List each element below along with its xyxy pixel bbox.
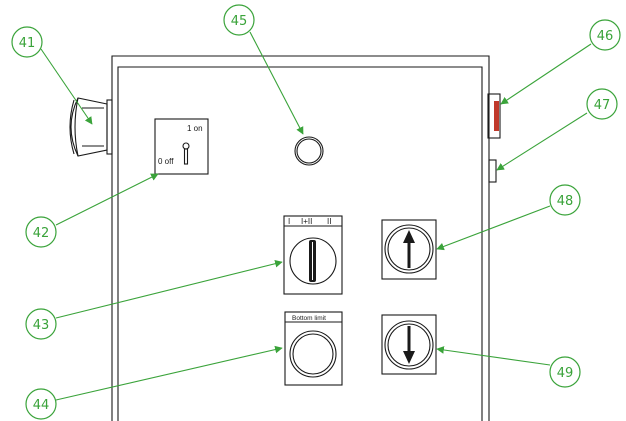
callout-42-number: 42: [33, 226, 50, 241]
leader-46: [500, 43, 592, 105]
callout-41-number: 41: [19, 36, 36, 51]
round-indicator: [294, 136, 324, 166]
cabinet: [111, 55, 490, 421]
callout-44-number: 44: [33, 398, 50, 413]
down-key-switch[interactable]: [381, 314, 437, 375]
callout-43-number: 43: [33, 318, 50, 333]
callout-49: 49: [549, 356, 581, 388]
callout-46: 46: [589, 19, 621, 51]
leader-44: [55, 345, 283, 401]
main-switch-off-label: 0 off: [158, 157, 174, 166]
side-lamp: [69, 97, 113, 157]
beacon: [487, 93, 501, 139]
callout-42: 42: [25, 216, 57, 248]
callout-46-number: 46: [597, 29, 614, 44]
callout-45-number: 45: [231, 14, 248, 29]
selector-label-3: II: [327, 217, 331, 226]
callout-49-number: 49: [557, 366, 574, 381]
leader-49: [436, 346, 551, 366]
leader-45: [249, 31, 304, 135]
leader-42: [55, 173, 159, 226]
leader-43: [55, 259, 283, 319]
selector-label-1: I: [288, 217, 290, 226]
callout-41: 41: [11, 26, 43, 58]
main-switch-on-label: 1 on: [187, 124, 203, 133]
callout-48: 48: [549, 184, 581, 216]
bottom-limit-label: Bottom limit: [292, 315, 326, 322]
leader-lines: [40, 31, 592, 401]
callout-47: 47: [586, 88, 618, 120]
main-switch[interactable]: 1 on 0 off: [154, 118, 209, 175]
leader-41: [40, 48, 93, 125]
callout-48-number: 48: [557, 194, 574, 209]
callout-45: 45: [223, 4, 255, 36]
selector-switch[interactable]: I I+II II: [283, 215, 343, 295]
bottom-limit-button[interactable]: Bottom limit: [284, 311, 343, 386]
selector-label-2: I+II: [301, 217, 312, 226]
leader-47: [496, 112, 588, 171]
up-key-switch[interactable]: [381, 219, 437, 280]
side-connector: [488, 159, 497, 183]
callout-43: 43: [25, 308, 57, 340]
leader-48: [436, 205, 551, 251]
callout-47-number: 47: [594, 98, 611, 113]
callout-44: 44: [25, 388, 57, 420]
